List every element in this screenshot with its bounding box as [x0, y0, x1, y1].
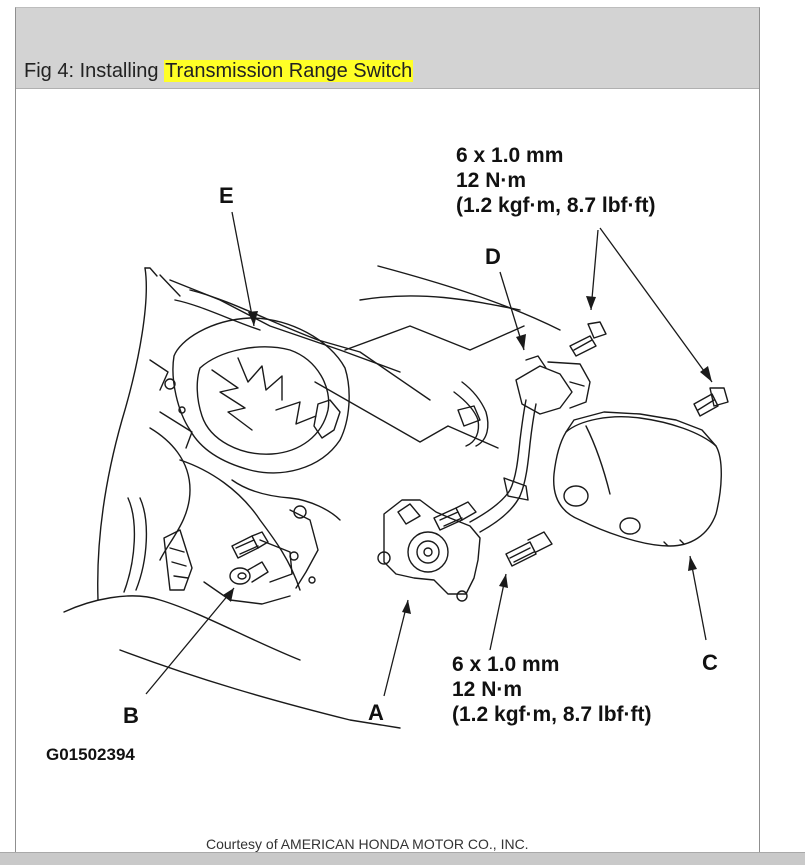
callout-label-c: C: [702, 650, 718, 675]
bracket-part: [123, 497, 193, 593]
bolt-bottom: [505, 531, 553, 567]
bolt-switch: [433, 501, 477, 531]
leader-arrows: [145, 211, 713, 697]
torque-spec-top: 6 x 1.0 mm 12 N·m (1.2 kgf·m, 8.7 lbf·ft…: [456, 143, 656, 218]
cover-c: [553, 411, 722, 547]
transmission-housing-outline: [63, 267, 431, 729]
panel-lines: [314, 265, 561, 449]
figure-caption: Fig 4: Installing Transmission Range Swi…: [24, 57, 414, 85]
callout-label-a: A: [368, 700, 384, 725]
arrowheads: [223, 296, 712, 614]
torque-bottom-kgf: (1.2 kgf·m, 8.7 lbf·ft): [452, 703, 652, 726]
torque-top-size: 6 x 1.0 mm: [456, 144, 564, 167]
callout-label-d: D: [485, 244, 501, 269]
figure-code: G01502394: [46, 745, 135, 764]
torque-bottom-size: 6 x 1.0 mm: [452, 653, 560, 676]
caption-prefix: Fig 4: Installing: [24, 60, 165, 82]
part-b-shaft: [229, 561, 269, 585]
torque-bottom-nm: 12 N·m: [452, 678, 523, 701]
caption-highlight: Transmission Range Switch: [164, 60, 414, 82]
torque-top-nm: 12 N·m: [456, 169, 527, 192]
callout-label-b: B: [123, 703, 139, 728]
range-switch-a: [377, 499, 481, 602]
bottom-scrollbar[interactable]: [0, 852, 805, 865]
lower-casting: [149, 427, 341, 605]
image-credit: Courtesy of AMERICAN HONDA MOTOR CO., IN…: [206, 836, 529, 852]
converter-housing: [149, 317, 350, 474]
torque-spec-bottom: 6 x 1.0 mm 12 N·m (1.2 kgf·m, 8.7 lbf·ft…: [452, 652, 652, 727]
bolt-top-right: [693, 387, 729, 417]
figure-frame: [15, 7, 760, 855]
wire-harness: [453, 355, 591, 533]
torque-top-kgf: (1.2 kgf·m, 8.7 lbf·ft): [456, 194, 656, 217]
callout-label-e: E: [219, 183, 234, 208]
bolt-top-d: [569, 321, 607, 357]
bolt-left: [231, 531, 269, 559]
